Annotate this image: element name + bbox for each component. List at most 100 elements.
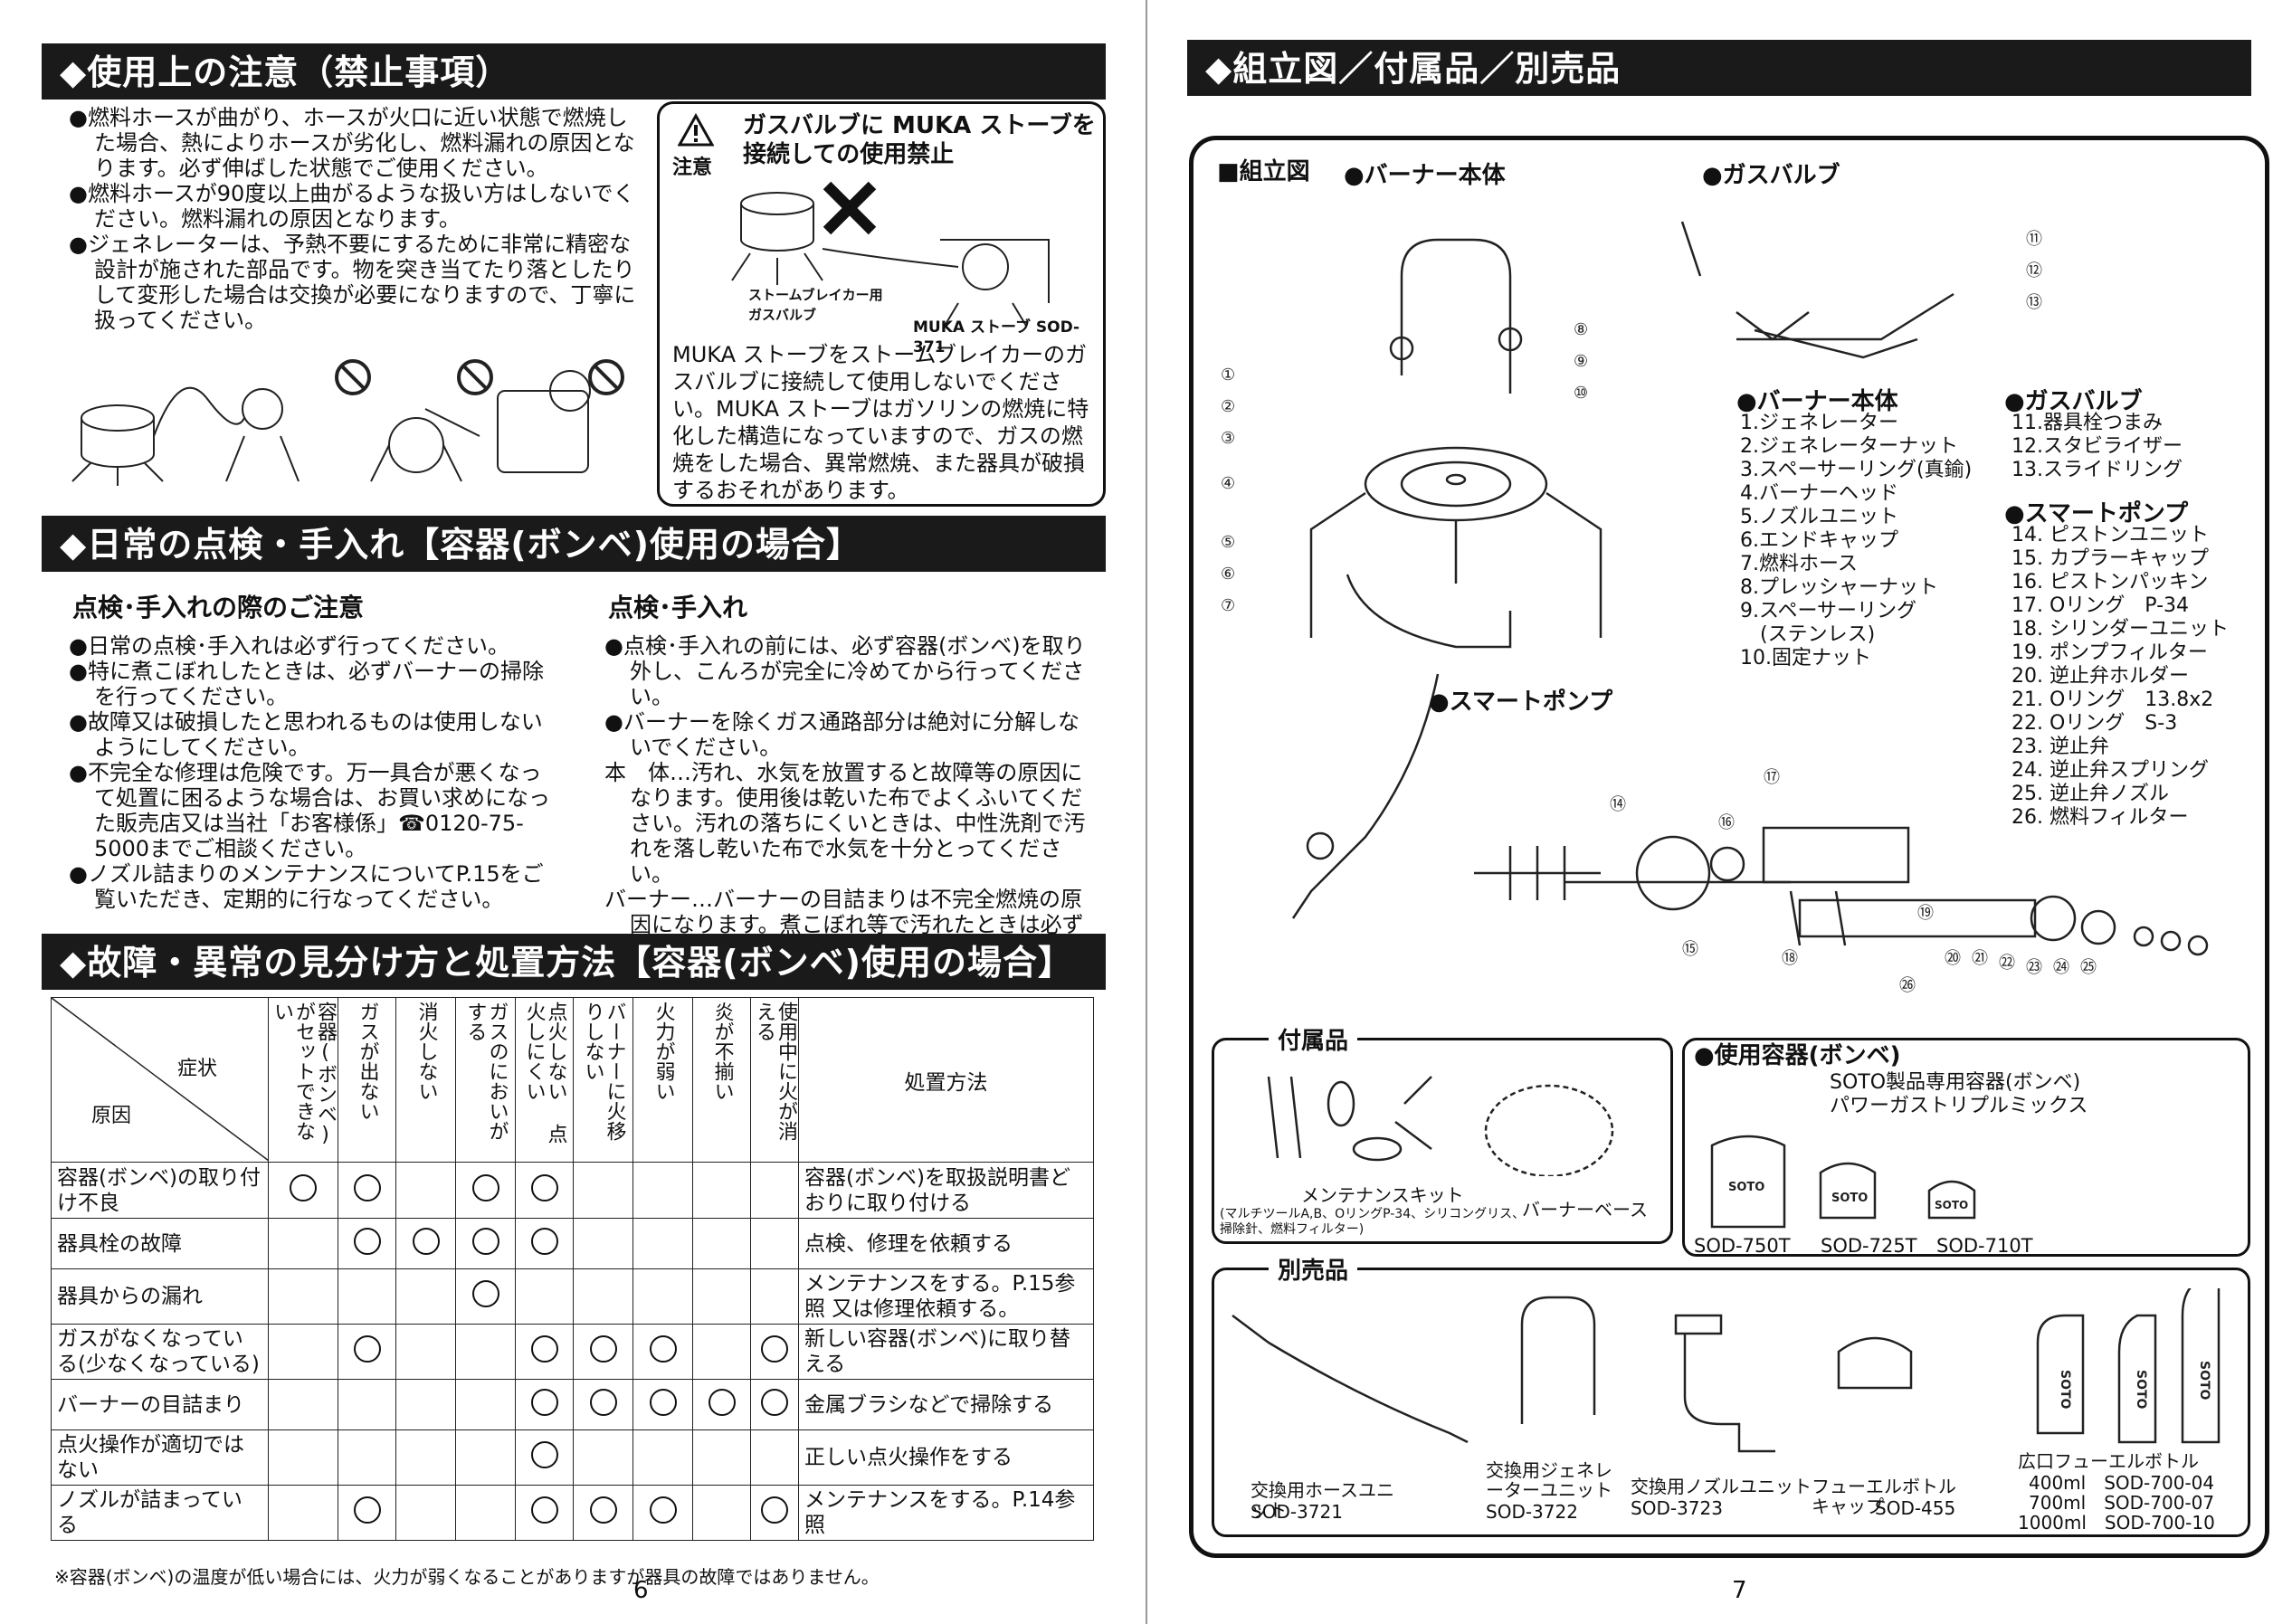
table-row: 器具からの漏れメンテナンスをする。P.15参照 又は修理依頼する。 <box>51 1268 1094 1325</box>
mark-cell <box>455 1485 516 1541</box>
part-item: 10.固定ナット <box>1740 647 1871 670</box>
mark-cell <box>632 1324 693 1380</box>
warning-title: ガスバルブに MUKA ストーブを接続しての使用禁止 <box>743 112 1096 168</box>
circle-mark-icon <box>530 1496 558 1524</box>
section-title-daily-inspection: ◆日常の点検・手入れ【容器(ボンベ)使用の場合】 <box>42 516 1106 572</box>
circle-mark-icon <box>530 1335 558 1363</box>
mark-cell <box>338 1268 396 1325</box>
footnote: ※容器(ボンベ)の温度が低い場合には、火力が弱くなることがありますが器具の故障で… <box>54 1566 880 1588</box>
corner-cause-label: 原因 <box>91 1105 132 1127</box>
cause-cell: 点火操作が適切ではない <box>51 1429 269 1486</box>
assembly-label: ■組立図 <box>1217 158 1310 185</box>
part-item: 12.スタビライザー <box>2011 435 2183 458</box>
bottle-brand: SOTO <box>2197 1361 2211 1401</box>
canister-desc-1: SOTO製品専用容器(ボンベ) <box>1830 1071 2081 1094</box>
part-item: 20. 逆止弁ホルダー <box>2011 665 2189 688</box>
circle-mark-icon <box>589 1335 617 1363</box>
part-item: 13.スライドリング <box>2011 459 2183 481</box>
mark-cell <box>338 1485 396 1541</box>
circle-mark-icon <box>761 1388 788 1416</box>
part-item: 17. Oリング P-34 <box>2011 594 2190 617</box>
table-row: 器具栓の故障点検、修理を依頼する <box>51 1218 1094 1269</box>
canister-brand: SOTO <box>1728 1181 1764 1194</box>
opt-nozzle-name: 交換用ノズルユニット <box>1631 1476 1812 1497</box>
part-item: 16. ピストンパッキン <box>2011 571 2209 594</box>
symptom-header: 容器(ボンベ)がセットできない <box>268 997 338 1163</box>
circle-mark-icon <box>353 1335 381 1363</box>
page-number: 7 <box>1732 1577 1747 1604</box>
troubleshooting-table: 症状 原因 容器(ボンベ)がセットできないガスが出ない消火しないガスのにおいがす… <box>51 997 1094 1541</box>
bottle-size: 700ml SOD-700-07 <box>2029 1492 2215 1514</box>
svg-text:⑮: ⑮ <box>1682 940 1698 959</box>
bottle-title: 広口フューエルボトル <box>2018 1450 2199 1472</box>
mark-cell <box>515 1268 574 1325</box>
part-item: 3.スペーサーリング(真鍮) <box>1740 459 1973 481</box>
table-row: ガスがなくなっている(少なくなっている)新しい容器(ボンベ)に取り替える <box>51 1324 1094 1380</box>
symptom-header: 点火しない 点火しにくい <box>515 997 574 1163</box>
circle-mark-icon <box>649 1335 677 1363</box>
warning-triangle-icon <box>678 113 714 147</box>
svg-text:⑭: ⑭ <box>1610 795 1626 814</box>
svg-text:㉖: ㉖ <box>1899 976 1916 995</box>
mark-cell <box>338 1379 396 1430</box>
cause-cell: ノズルが詰まっている <box>51 1485 269 1541</box>
muka-connection-illustration <box>731 181 1050 327</box>
maintenance-kit-note: (マルチツールA,B、OリングP-34、シリコングリス、 掃除針、燃料フィルター… <box>1220 1207 1526 1237</box>
circle-mark-icon <box>589 1496 617 1524</box>
burner-parts-heading: ●バーナー本体 <box>1736 388 1898 415</box>
mark-cell <box>573 1162 633 1219</box>
mark-cell <box>338 1218 396 1269</box>
mark-cell <box>632 1485 693 1541</box>
circle-mark-icon <box>649 1496 677 1524</box>
part-item: (ステンレス) <box>1740 623 1876 646</box>
action-cell: メンテナンスをする。P.14参照 <box>798 1485 1094 1541</box>
opt-hose-name: 交換用ホースユニット <box>1251 1479 1394 1521</box>
accessories-box: 付属品 メンテナンスキット (マルチツールA,B、OリングP-34、シリコングリ… <box>1212 1022 1673 1244</box>
canister-code: SOD-725T <box>1821 1235 1917 1257</box>
svg-text:㉓: ㉓ <box>2026 958 2042 977</box>
circle-mark-icon <box>530 1388 558 1416</box>
opt-generator-code: SOD-3722 <box>1486 1501 1578 1523</box>
mark-cell <box>692 1485 751 1541</box>
circle-mark-icon <box>353 1227 381 1255</box>
list-item: ●ノズル詰まりのメンテナンスについてP.15をご覧いただき、定期的に行なってくだ… <box>69 861 544 912</box>
mark-cell <box>632 1429 693 1486</box>
part-item: 2.ジェネレーターナット <box>1740 435 1958 458</box>
mark-cell <box>750 1324 799 1380</box>
list-item: ●不完全な修理は危険です。万一具合が悪くなって処置に困るような場合は、お買い求め… <box>69 760 550 861</box>
canister-brand: SOTO <box>1935 1199 1968 1211</box>
svg-text:②: ② <box>1221 397 1235 416</box>
list-item: ●燃料ホースが90度以上曲がるような扱い方はしないでください。燃料漏れの原因とな… <box>69 181 635 232</box>
mark-cell <box>395 1162 456 1219</box>
mark-cell <box>632 1268 693 1325</box>
page-6: ◆使用上の注意（禁止事項） ●燃料ホースが曲がり、ホースが火口に近い状態で燃焼し… <box>42 43 1106 1604</box>
circle-mark-icon <box>530 1227 558 1255</box>
mark-cell <box>268 1162 338 1219</box>
mark-cell <box>573 1324 633 1380</box>
cause-cell: バーナーの目詰まり <box>51 1379 269 1430</box>
canister-code: SOD-710T <box>1936 1235 2033 1257</box>
mark-cell <box>455 1379 516 1430</box>
mark-cell <box>573 1268 633 1325</box>
mark-cell <box>573 1429 633 1486</box>
mark-cell <box>268 1324 338 1380</box>
svg-text:⑯: ⑯ <box>1718 813 1735 832</box>
subheading-inspection: 点検･手入れ <box>608 593 748 622</box>
circle-mark-icon <box>471 1280 499 1307</box>
maintenance-kit-label: メンテナンスキット <box>1301 1184 1464 1206</box>
cause-cell: 器具栓の故障 <box>51 1218 269 1269</box>
canister-box: ●使用容器(ボンベ) SOTO製品専用容器(ボンベ) パワーガストリプルミックス… <box>1682 1038 2250 1257</box>
valve-parts-heading: ●ガスバルブ <box>2004 388 2143 415</box>
list-item: ●特に煮こぼれしたときは、必ずバーナーの掃除を行ってください。 <box>69 659 544 709</box>
mark-cell <box>692 1218 751 1269</box>
mark-cell <box>515 1485 574 1541</box>
mark-cell <box>573 1379 633 1430</box>
pump-parts-heading: ●スマートポンプ <box>2004 500 2189 527</box>
mark-cell <box>338 1162 396 1219</box>
section-title-troubleshooting: ◆故障・異常の見分け方と処置方法【容器(ボンベ)使用の場合】 <box>42 934 1106 990</box>
svg-text:⑫: ⑫ <box>2026 261 2042 280</box>
part-item: 4.バーナーヘッド <box>1740 482 1898 505</box>
